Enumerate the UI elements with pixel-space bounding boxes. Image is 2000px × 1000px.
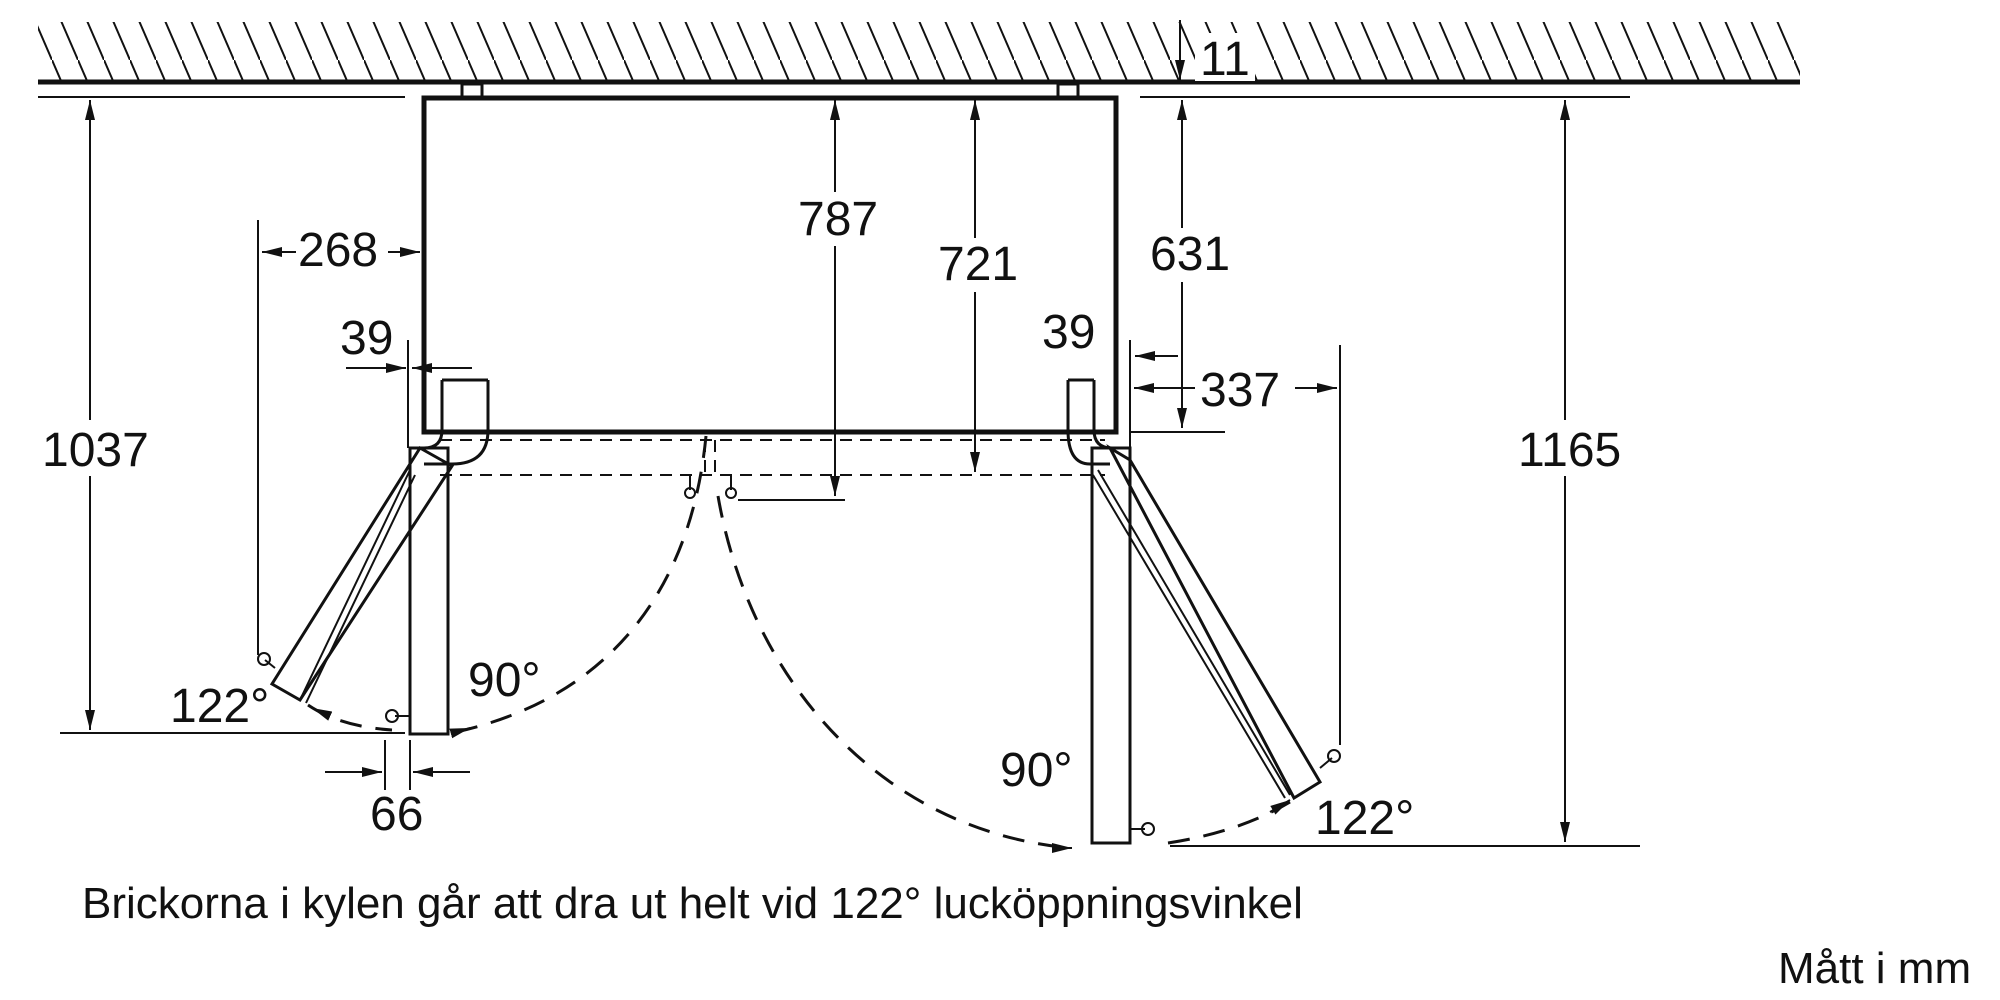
caption: Brickorna i kylen går att dra ut helt vi… <box>82 879 1303 928</box>
wall-hatching <box>38 22 1800 85</box>
dimension-labels: 11 787 721 631 268 39 39 337 1037 1165 6… <box>40 33 1625 841</box>
angle-left-122: 122° <box>170 680 269 733</box>
dim-right-total-depth: 1165 <box>1518 424 1621 477</box>
closed-door-handles <box>684 475 845 501</box>
right-door-90 <box>1090 446 1155 845</box>
dim-body-depth-inner: 721 <box>938 238 1018 291</box>
dim-right-clearance: 337 <box>1200 364 1280 417</box>
right-door-122 <box>1092 443 1341 801</box>
dim-left-total-depth: 1037 <box>42 424 149 477</box>
left-door-122 <box>257 445 455 704</box>
dim-left-door-gap: 66 <box>370 788 423 841</box>
closed-door-outline <box>440 439 1105 476</box>
dim-left-clearance: 268 <box>298 224 378 277</box>
angle-right-122: 122° <box>1315 792 1414 845</box>
angle-left-90: 90° <box>468 654 541 707</box>
angle-labels: 122° 90° 90° 122° <box>170 654 1414 845</box>
dim-body-depth: 787 <box>798 193 878 246</box>
extension-lines <box>60 20 1640 847</box>
dim-right-depth: 631 <box>1150 228 1230 281</box>
swing-arcs <box>307 435 1291 853</box>
left-door-90 <box>385 446 450 736</box>
dim-left-hinge-offset: 39 <box>340 312 393 365</box>
fridge-body <box>421 95 1119 435</box>
dim-ceiling-gap: 11 <box>1200 33 1250 86</box>
angle-right-90: 90° <box>1000 744 1073 797</box>
units-note: Mått i mm <box>1778 944 1971 993</box>
dim-right-hinge-offset: 39 <box>1042 306 1095 359</box>
